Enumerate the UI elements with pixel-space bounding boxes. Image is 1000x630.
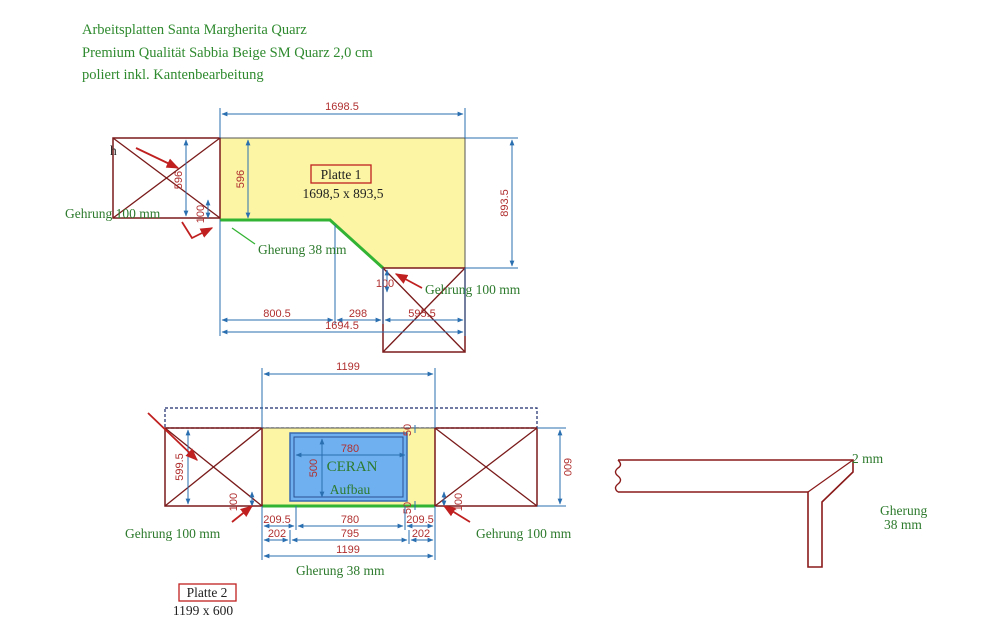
plate-2-note-left: Gehrung 100 mm [125,526,221,541]
plate-1-dim-seg3: 595.5 [408,308,436,320]
edge-profile: 2 mm Gherung 38 mm [614,451,927,568]
plate-2-dim-offset-bottom: 50 [402,502,414,514]
plate-2-dim-offset-top: 50 [402,424,414,436]
profile-miter-value: 38 mm [884,517,922,532]
plate-1-dim-top: 1698.5 [325,101,359,113]
plate-1-left-box [112,137,221,219]
plate-1-note-right: Gehrung 100 mm [425,282,521,297]
plate-2-dim-b1: 209.5 [263,514,291,526]
plate-2-dim-c2: 795 [341,528,359,540]
plate-1-dim-seg2: 298 [349,308,367,320]
plate-2-dim-b2: 780 [341,514,359,526]
plate-1-dim-right: 893.5 [499,189,511,217]
ceran-dim-depth: 500 [308,459,320,477]
plate-2-title: Platte 2 [187,585,228,600]
plate-1-stray-mark: h [110,143,117,158]
plate-1-note-edge: Gherung 38 mm [258,242,347,257]
plate-1: Platte 1 1698,5 x 893,5 1698.5 596 596 1… [65,101,521,353]
plate-2-dim-top: 1199 [336,361,360,373]
plate-2-dim-c3: 202 [412,528,430,540]
plate-1-dim-left-small: 100 [195,205,207,223]
plate-2-size: 1199 x 600 [173,603,233,618]
ceran-sublabel: Aufbau [330,482,371,497]
plate-1-title: Platte 1 [321,167,362,182]
plate-1-dim-seg1: 800.5 [263,308,291,320]
plate-2-left-box [164,427,263,507]
profile-miter-label: Gherung [880,503,927,518]
header-line-2: Premium Qualität Sabbia Beige SM Quarz 2… [82,45,373,61]
plate-2-dim-small-right: 100 [453,493,465,511]
plate-1-size: 1698,5 x 893,5 [303,186,384,201]
plate-2-dim-right: 600 [561,458,573,476]
plate-2-dim-b3: 209.5 [406,514,434,526]
plate-2-note-edge: Gherung 38 mm [296,563,385,578]
plate-2-right-box [434,427,538,507]
plate-1-miter-edge [220,218,385,270]
plate-1-dim-bottom-small: 100 [376,278,394,290]
plate-1-dim-depth: 596 [235,170,247,188]
ceran-cutout [289,432,408,502]
plate-2: CERAN Aufbau 1199 780 [125,361,573,618]
plate-2-note-right: Gehrung 100 mm [476,526,572,541]
plate-1-dim-total: 1694.5 [325,320,359,332]
header-line-3: poliert inkl. Kantenbearbeitung [82,67,264,83]
header-line-1: Arbeitsplatten Santa Margherita Quarz [82,22,307,38]
ceran-label: CERAN [327,459,378,475]
plate-2-dim-c1: 202 [268,528,286,540]
plate-1-note-left: Gehrung 100 mm [65,206,161,221]
plate-1-dim-left-box: 596 [173,171,185,189]
plate-2-dim-total: 1199 [336,544,360,556]
ceran-dim-width: 780 [341,443,359,455]
profile-thickness: 2 mm [852,451,884,466]
plate-2-dim-small-left: 100 [228,493,240,511]
plate-2-dim-left: 599.5 [174,453,186,481]
